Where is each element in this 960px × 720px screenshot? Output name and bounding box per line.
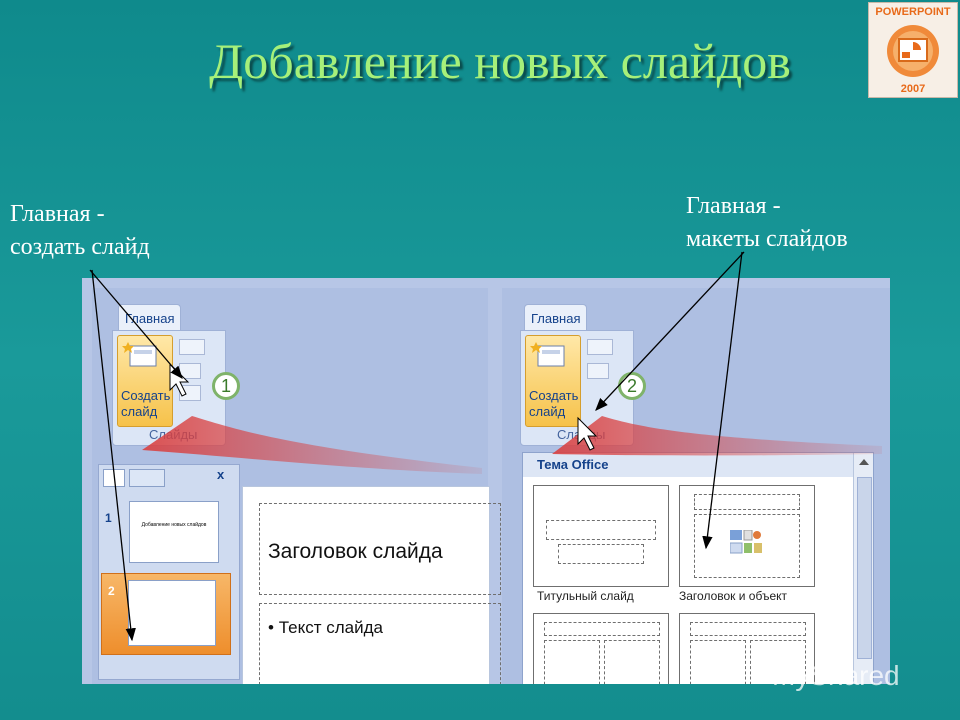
reset-icon-right[interactable]: [587, 363, 609, 379]
layout-sh-title-box: [544, 622, 660, 636]
slide-number-1: 1: [105, 511, 112, 525]
new-slide-label-line2: слайд: [121, 404, 158, 419]
outline-tab-icon[interactable]: [129, 469, 165, 487]
close-pane-icon[interactable]: x: [217, 467, 225, 482]
layout-icon-right[interactable]: [587, 339, 613, 355]
layout-title-box: [546, 520, 656, 540]
right-panel: Главная Создать слайд Слайды 2 Тема Offi…: [502, 288, 890, 684]
layout-label-title-slide: Титульный слайд: [537, 589, 634, 603]
delete-icon[interactable]: [179, 385, 201, 401]
step-badge-2: 2: [618, 372, 646, 400]
scroll-thumb[interactable]: [857, 477, 872, 659]
caption-right-line1: Главная -: [686, 193, 781, 219]
new-slide-label-line1-right: Создать: [529, 388, 579, 403]
new-slide-button-right[interactable]: Создать слайд: [525, 335, 581, 427]
slide-number-2: 2: [108, 584, 115, 598]
layout-two-content[interactable]: [679, 613, 815, 684]
slide-thumbnail-2-selection[interactable]: 2: [101, 573, 231, 655]
new-slide-icon: [122, 342, 157, 367]
slides-pane: x 1 Добавление новых слайдов 2: [98, 464, 240, 680]
caption-right-line2: макеты слайдов: [686, 226, 848, 252]
tab-home-right[interactable]: Главная: [524, 304, 588, 332]
slide-title: Добавление новых слайдов: [200, 32, 800, 90]
slide-title-text: Добавление новых слайдов: [209, 33, 791, 89]
caption-left: Главная - создать слайд: [10, 198, 150, 264]
layout-tc-title-box: [694, 494, 800, 510]
body-placeholder-label: Текст слайда: [278, 618, 383, 637]
logo-bottom-text: 2007: [900, 83, 926, 95]
red-glow-decoration: [142, 362, 882, 474]
layout-tc-content-box: [694, 514, 800, 578]
new-slide-label-line1: Создать: [121, 388, 171, 403]
new-slide-button[interactable]: Создать слайд: [117, 335, 173, 427]
body-placeholder-text: • Текст слайда: [268, 618, 383, 637]
layout-icon[interactable]: [179, 339, 205, 355]
layout-section-header[interactable]: [533, 613, 669, 684]
slide-thumbnail-1[interactable]: Добавление новых слайдов: [129, 501, 219, 563]
powerpoint-icon: [887, 25, 939, 77]
layout-gallery: Тема Office Титульный слайд: [522, 452, 874, 684]
slide-thumb-1-text: Добавление новых слайдов: [141, 522, 207, 528]
powerpoint-2007-logo: POWERPOINT 2007: [868, 2, 958, 98]
new-slide-icon-right: [530, 342, 565, 367]
scroll-up-icon[interactable]: [859, 459, 869, 465]
layout-title-slide[interactable]: [533, 485, 669, 587]
layout-2c-right-box: [750, 640, 806, 684]
layout-2c-left-box: [690, 640, 746, 684]
new-slide-label-line2-right: слайд: [529, 404, 566, 419]
body-placeholder[interactable]: • Текст слайда: [259, 603, 501, 684]
slide-editing-area[interactable]: Заголовок слайда • Текст слайда: [242, 486, 501, 684]
title-placeholder-text: Заголовок слайда: [268, 540, 443, 563]
caption-left-line2: создать слайд: [10, 234, 150, 260]
layout-sh-left-box: [544, 640, 600, 684]
layout-label-title-content: Заголовок и объект: [679, 589, 787, 603]
tab-home[interactable]: Главная: [118, 304, 182, 332]
caption-left-line1: Главная -: [10, 201, 105, 227]
gallery-scrollbar[interactable]: [853, 453, 873, 684]
gallery-header: Тема Office: [523, 453, 873, 477]
watermark: MyShared: [772, 660, 900, 691]
layout-title-content[interactable]: [679, 485, 815, 587]
ribbon-group-slides-right: Создать слайд Слайды: [520, 330, 634, 446]
layout-2c-title-box: [690, 622, 806, 636]
content-placeholder-icon: [730, 530, 762, 554]
caption-right: Главная - макеты слайдов: [686, 190, 848, 256]
layout-sh-right-box: [604, 640, 660, 684]
slide-thumbnail-2[interactable]: [128, 580, 216, 646]
step-badge-1: 1: [212, 372, 240, 400]
powerpoint-screenshot: Главная Создать слайд Слайды 1 x 1: [82, 278, 890, 684]
left-panel: Главная Создать слайд Слайды 1 x 1: [92, 288, 501, 684]
logo-top-text: POWERPOINT: [875, 6, 951, 18]
layout-subtitle-box: [558, 544, 644, 564]
title-placeholder[interactable]: Заголовок слайда: [259, 503, 501, 595]
